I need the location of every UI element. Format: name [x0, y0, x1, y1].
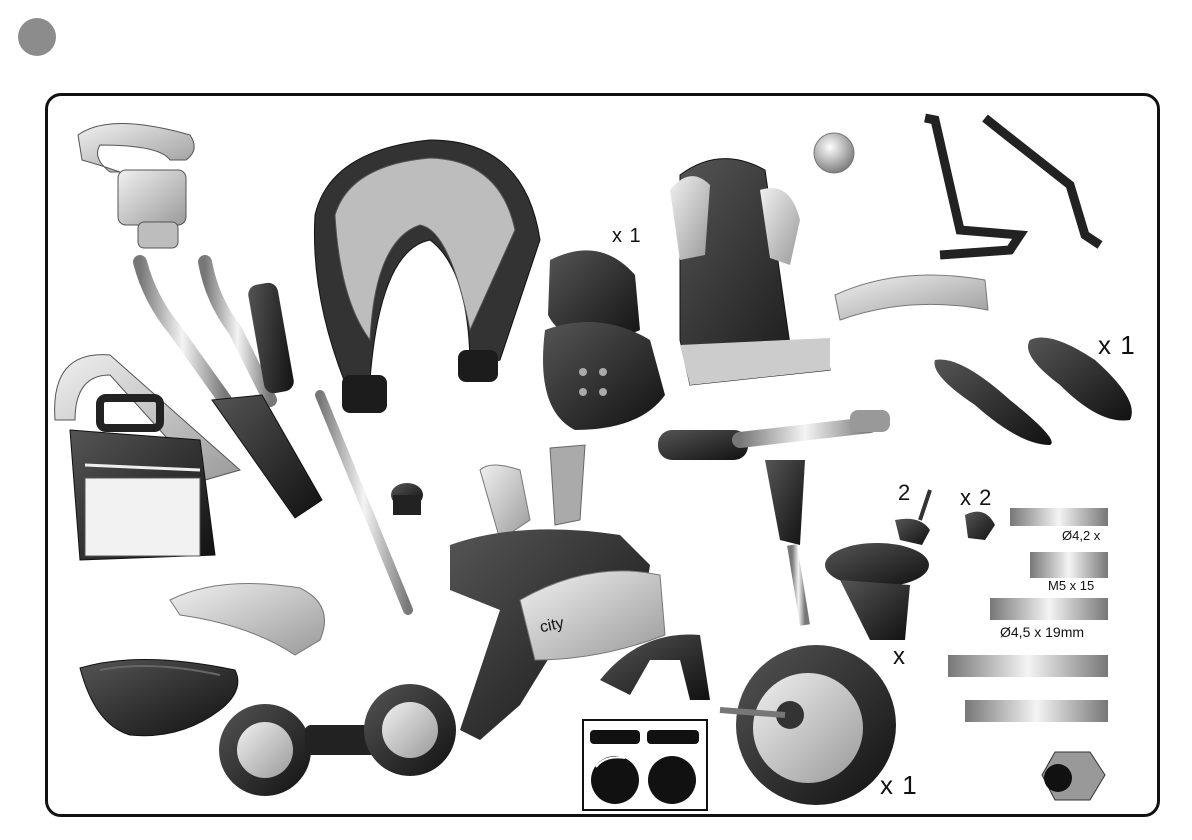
screw-2-spec: M5 x 15: [1048, 578, 1094, 593]
screw-3-spec: Ø4,5 x 19mm: [1000, 624, 1084, 640]
small-knob-quantity-label: 2: [898, 480, 911, 506]
seat-quantity-label: x 1: [612, 225, 642, 248]
front-wheel-quantity-label: x 1: [880, 770, 918, 801]
rear-cover-part: [170, 584, 325, 655]
sticker-sheet: [583, 720, 707, 810]
rear-wheels-part: [219, 684, 456, 796]
canopy-part: [314, 140, 540, 413]
front-wheel-part: [720, 645, 896, 805]
main-frame-part: [450, 445, 710, 740]
screw-1-spec: Ø4,2 x: [1062, 528, 1100, 543]
footrests-quantity-label: x 1: [1098, 330, 1136, 361]
safety-bar-part: [835, 275, 988, 320]
cap-knob-quantity-label: x 2: [960, 485, 992, 511]
push-handle-part: [78, 124, 194, 249]
seat-shell-part: [543, 250, 665, 430]
cup-holder-part: [825, 543, 929, 640]
safety-harness-part: [925, 118, 1100, 255]
cup-holder-quantity-label: x: [893, 643, 906, 671]
seat-cushion-part: [670, 159, 830, 385]
rear-basket-part: [80, 659, 238, 735]
bushing-part: [391, 483, 423, 515]
knob-ball-part: [814, 133, 854, 173]
